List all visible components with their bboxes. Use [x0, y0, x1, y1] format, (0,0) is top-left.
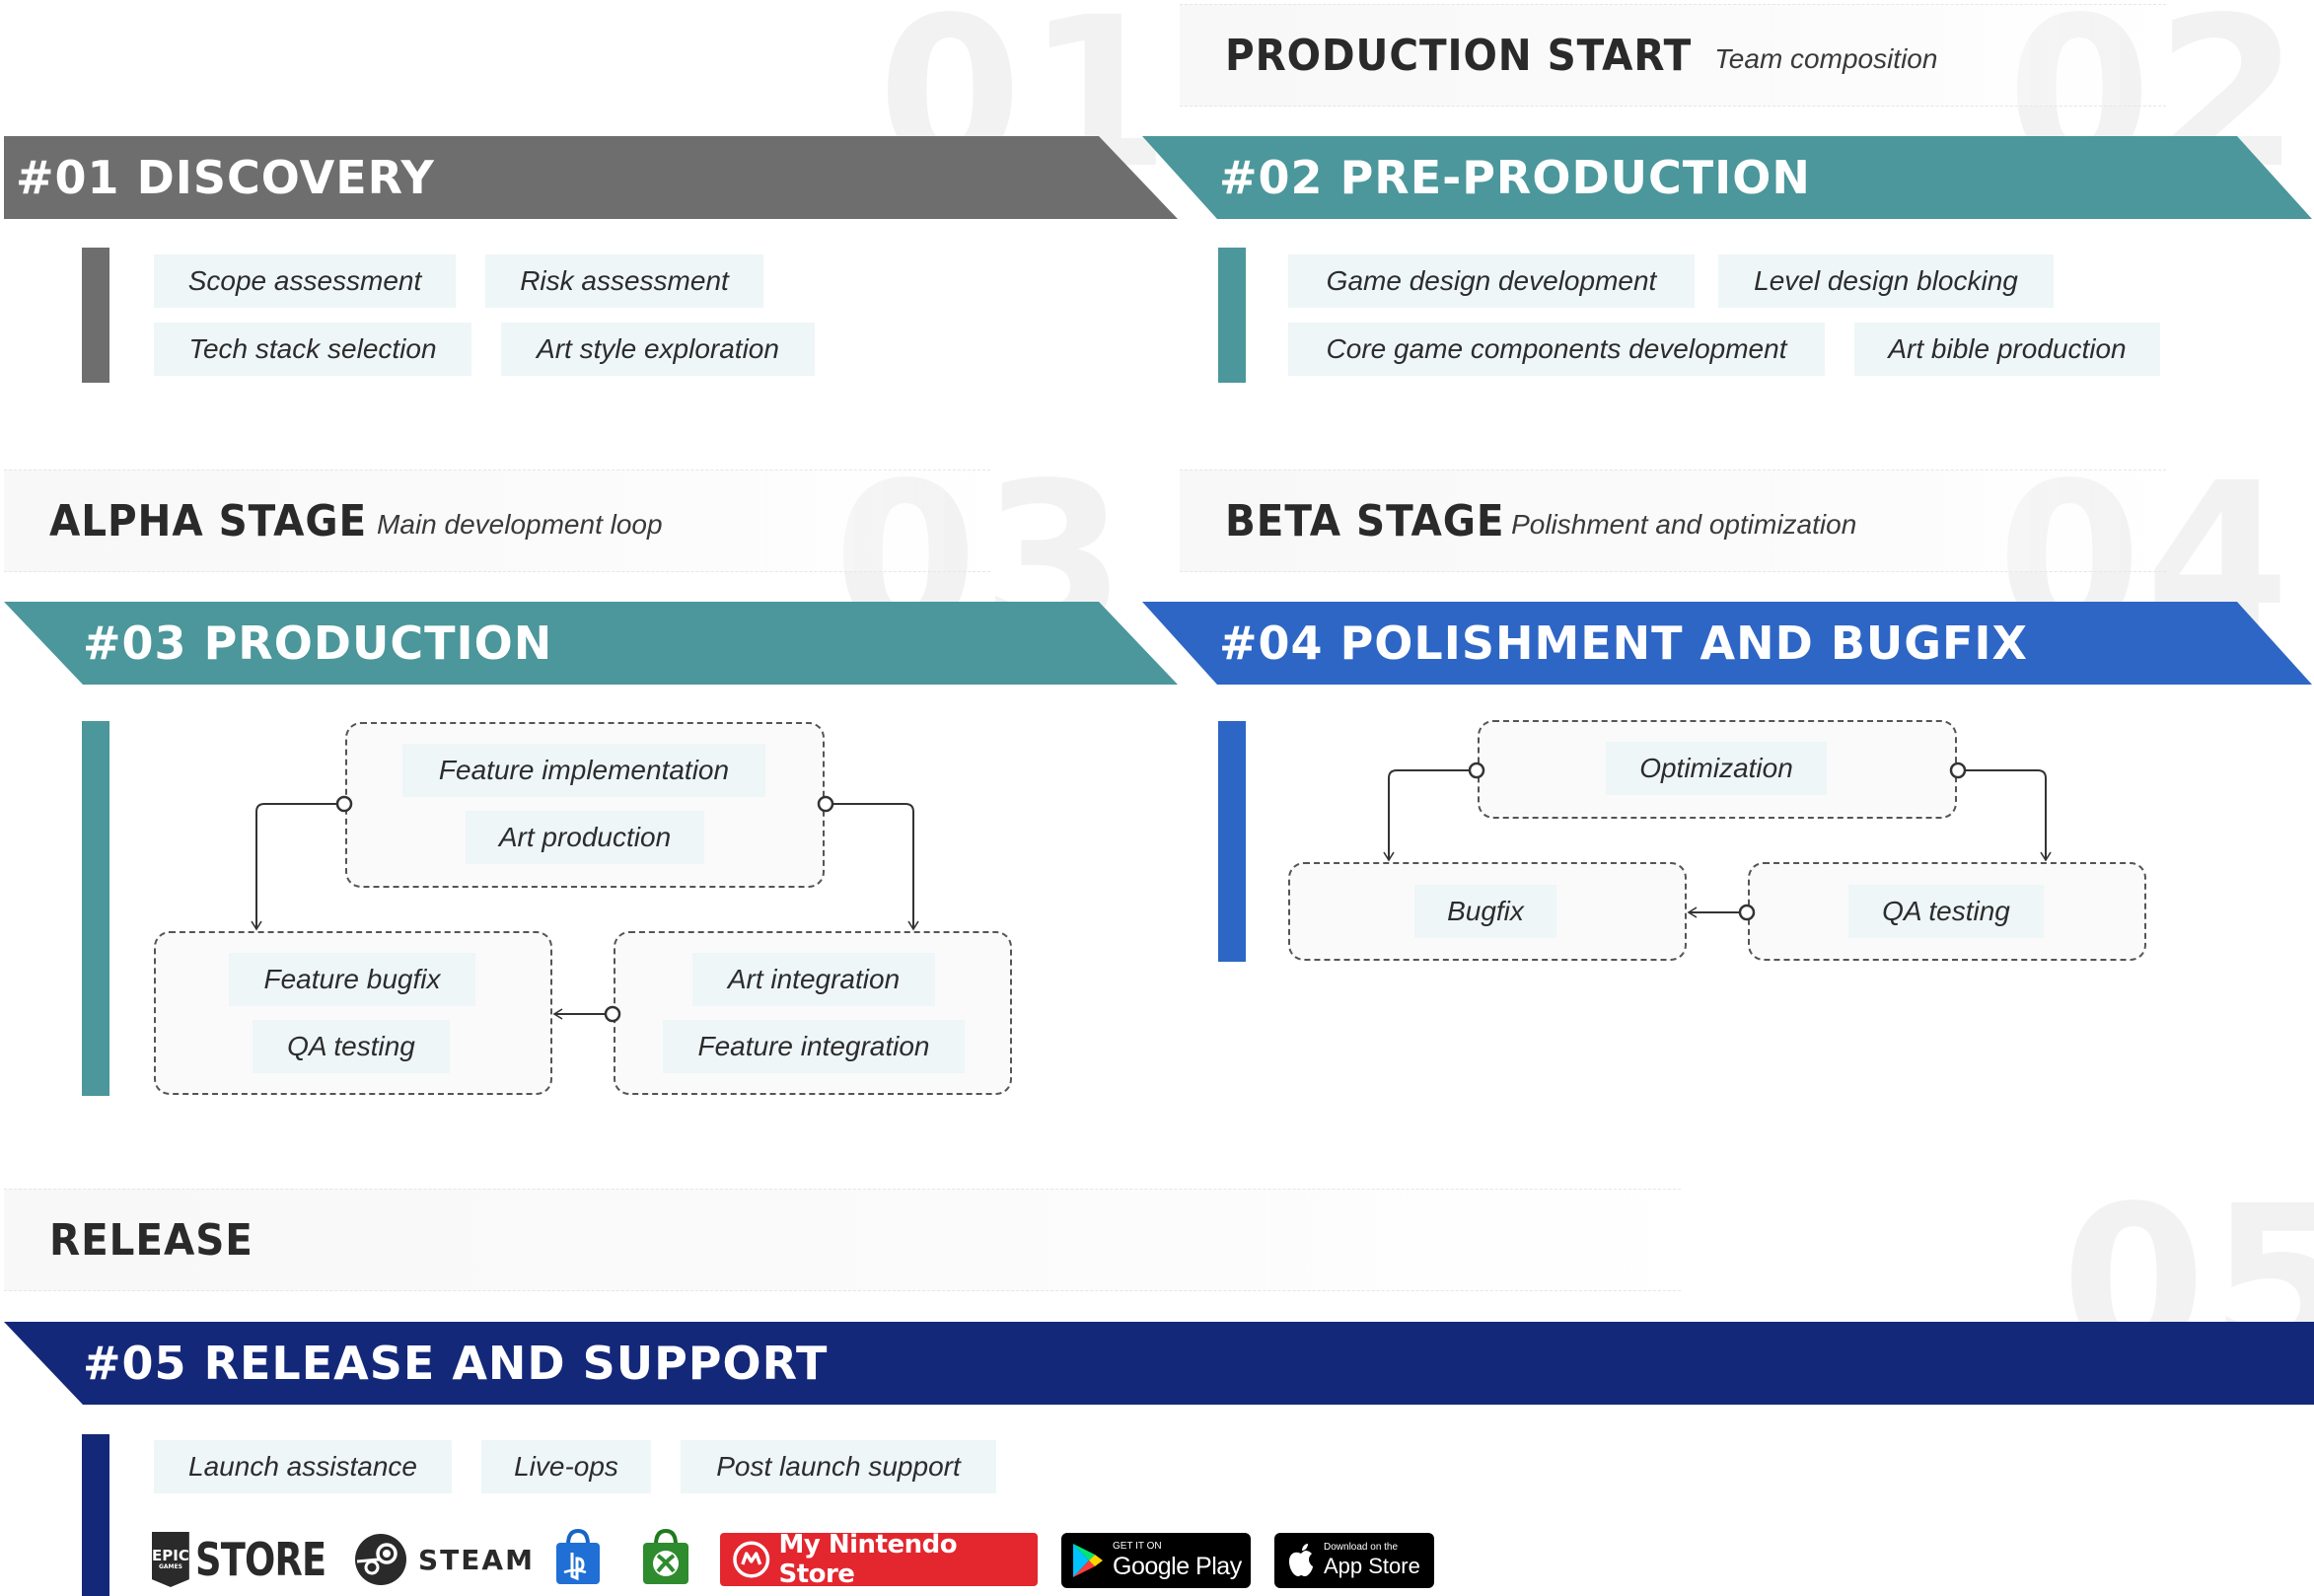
- task-chip: Feature integration: [663, 1020, 965, 1073]
- phase-title: #05 RELEASE AND SUPPORT: [83, 1337, 829, 1390]
- epic-store-word: STORE: [194, 1533, 326, 1586]
- accent-bar-production: [82, 721, 109, 1096]
- connector-right-to-left: [552, 1005, 621, 1023]
- task-chip: Game design development: [1288, 254, 1695, 308]
- task-chip: Live-ops: [481, 1440, 651, 1493]
- ribbon-shape: [4, 136, 1178, 219]
- task-chip: Core game components development: [1288, 323, 1825, 376]
- alpha-stage-header: ALPHA STAGE Main development loop: [4, 470, 990, 572]
- my-nintendo-store-logo: My Nintendo Store: [720, 1530, 1038, 1589]
- task-chip: Feature bugfix: [229, 953, 475, 1006]
- connector-top-to-right: [817, 795, 919, 931]
- task-chip: Launch assistance: [154, 1440, 452, 1493]
- phase-ribbon-polishment: #04 POLISHMENT AND BUGFIX: [1142, 602, 2312, 685]
- production-start-header: PRODUCTION START Team composition: [1180, 4, 2166, 107]
- google-play-text: GET IT ON Google Play: [1113, 1541, 1242, 1580]
- phase-title: #01 DISCOVERY: [16, 151, 435, 204]
- task-chip: Optimization: [1606, 742, 1827, 795]
- task-chip: QA testing: [253, 1020, 450, 1073]
- phase-ribbon-production: #03 PRODUCTION: [4, 602, 1178, 685]
- epic-badge-line2: GAMES: [158, 1563, 182, 1570]
- task-chip: Post launch support: [681, 1440, 996, 1493]
- epic-badge-line1: EPIC: [152, 1547, 189, 1564]
- phase-title: #04 POLISHMENT AND BUGFIX: [1219, 617, 2029, 670]
- task-chip: Bugfix: [1414, 885, 1556, 938]
- steam-icon: [355, 1534, 406, 1585]
- xbox-store-logo: [639, 1527, 692, 1588]
- phase-ribbon-discovery: #01 DISCOVERY: [4, 136, 1178, 219]
- header-title: ALPHA STAGE: [49, 495, 368, 546]
- apple-icon: [1289, 1544, 1313, 1576]
- task-chip: Level design blocking: [1718, 254, 2054, 308]
- accent-bar-release: [82, 1434, 109, 1596]
- steam-logo: STEAM: [353, 1531, 537, 1588]
- nintendo-store-label: My Nintendo Store: [778, 1530, 958, 1589]
- task-chip: Art integration: [692, 953, 935, 1006]
- google-play-badge: GET IT ON Google Play: [1061, 1533, 1251, 1588]
- connector-right-to-left: [1687, 904, 1756, 921]
- connector-top-to-left: [251, 795, 353, 931]
- epic-games-badge-icon: EPIC GAMES: [152, 1532, 189, 1587]
- phase-ribbon-pre-production: #02 PRE-PRODUCTION: [1142, 136, 2312, 219]
- ribbon-shape: [4, 1322, 2314, 1405]
- accent-bar-discovery: [82, 248, 109, 383]
- ribbon-shape: [1142, 136, 2312, 219]
- app-store-small-text: Download on the: [1324, 1542, 1399, 1553]
- header-title: PRODUCTION START: [1225, 30, 1693, 81]
- app-store-badge: Download on the App Store: [1274, 1533, 1434, 1588]
- phase-ribbon-release: #05 RELEASE AND SUPPORT: [4, 1322, 2314, 1405]
- task-chip: Scope assessment: [154, 254, 456, 308]
- google-play-big-text: Google Play: [1113, 1553, 1242, 1580]
- header-subtitle: Team composition: [1714, 43, 1938, 74]
- epic-games-store-logo: EPIC GAMES STORE: [152, 1531, 339, 1588]
- task-chip: Art production: [466, 811, 704, 864]
- header-subtitle: Main development loop: [377, 509, 663, 540]
- task-chip: Art style exploration: [501, 323, 815, 376]
- header-title: BETA STAGE: [1225, 495, 1505, 546]
- ribbon-shape: [1142, 602, 2312, 685]
- playstation-bag-icon: [556, 1528, 600, 1584]
- accent-bar-pre-production: [1218, 248, 1246, 383]
- app-store-big-text: App Store: [1324, 1554, 1420, 1578]
- steam-word: STEAM: [418, 1543, 535, 1576]
- xbox-bag-icon: [643, 1528, 688, 1584]
- connector-top-to-right: [1949, 762, 2052, 862]
- task-chip: Tech stack selection: [154, 323, 471, 376]
- google-play-small-text: GET IT ON: [1113, 1541, 1162, 1552]
- task-chip: QA testing: [1848, 885, 2044, 938]
- beta-stage-header: BETA STAGE Polishment and optimization: [1180, 470, 2166, 572]
- app-store-text: Download on the App Store: [1324, 1542, 1420, 1579]
- task-chip: Feature implementation: [402, 744, 765, 797]
- phase-title: #02 PRE-PRODUCTION: [1219, 151, 1811, 204]
- connector-top-to-left: [1383, 762, 1485, 862]
- ribbon-shape: [4, 602, 1178, 685]
- accent-bar-polishment: [1218, 721, 1246, 962]
- google-play-icon: [1073, 1544, 1103, 1577]
- task-chip: Art bible production: [1854, 323, 2160, 376]
- nintendo-m-icon: [733, 1541, 770, 1578]
- phase-title: #03 PRODUCTION: [83, 617, 553, 670]
- header-title: RELEASE: [49, 1214, 253, 1266]
- task-chip: Risk assessment: [485, 254, 763, 308]
- release-header: RELEASE: [4, 1189, 1681, 1291]
- playstation-store-logo: [552, 1527, 604, 1588]
- header-subtitle: Polishment and optimization: [1511, 509, 1857, 540]
